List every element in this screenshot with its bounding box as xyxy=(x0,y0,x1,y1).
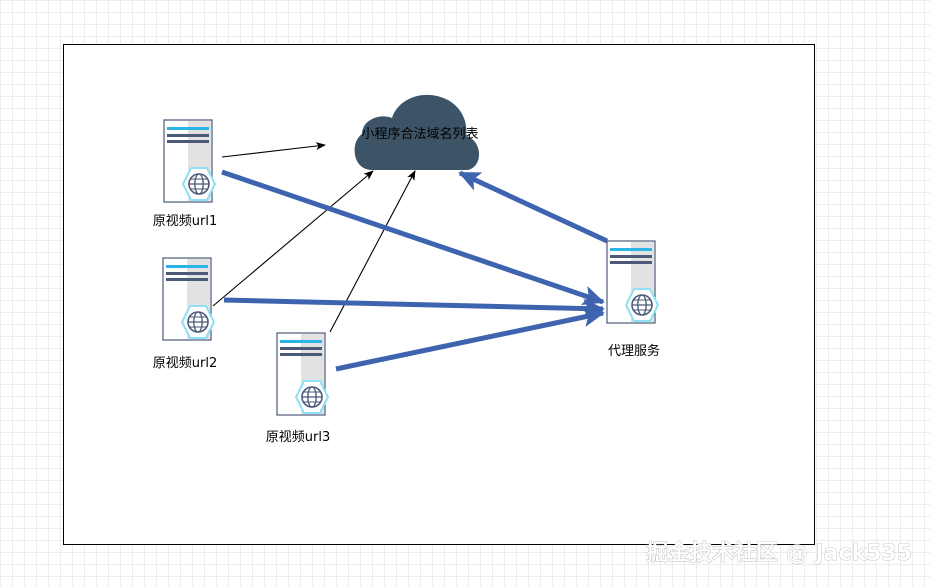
server-node-url1[interactable]: 原视频url1 xyxy=(153,119,217,229)
server-label-url1: 原视频url1 xyxy=(153,214,217,229)
arrow-url3-to-proxy xyxy=(335,307,605,372)
arrow-url2-to-cloud xyxy=(212,170,374,307)
server-icon xyxy=(276,332,329,416)
server-label-url3: 原视频url3 xyxy=(266,430,330,445)
cloud-icon xyxy=(354,94,480,170)
arrow-proxy-to-cloud xyxy=(458,170,609,244)
arrow-url1-to-proxy xyxy=(221,169,605,306)
server-label-url2: 原视频url2 xyxy=(153,356,217,371)
server-node-url3[interactable]: 原视频url3 xyxy=(266,332,330,445)
server-node-url2[interactable]: 原视频url2 xyxy=(153,257,217,371)
watermark-text: 掘金技术社区 @ Jack535 xyxy=(646,540,912,566)
cloud-node[interactable]: 小程序合法域名列表 xyxy=(354,94,480,170)
arrow-url2-to-proxy xyxy=(223,297,605,319)
arrow-url1-to-cloud xyxy=(221,142,326,158)
thick-connectors xyxy=(221,169,609,372)
server-icon xyxy=(163,119,216,203)
server-icon xyxy=(162,257,215,341)
server-node-proxy[interactable]: 代理服务 xyxy=(606,240,660,359)
server-label-proxy: 代理服务 xyxy=(608,343,660,359)
server-icon xyxy=(606,240,659,324)
cloud-label: 小程序合法域名列表 xyxy=(361,126,478,142)
